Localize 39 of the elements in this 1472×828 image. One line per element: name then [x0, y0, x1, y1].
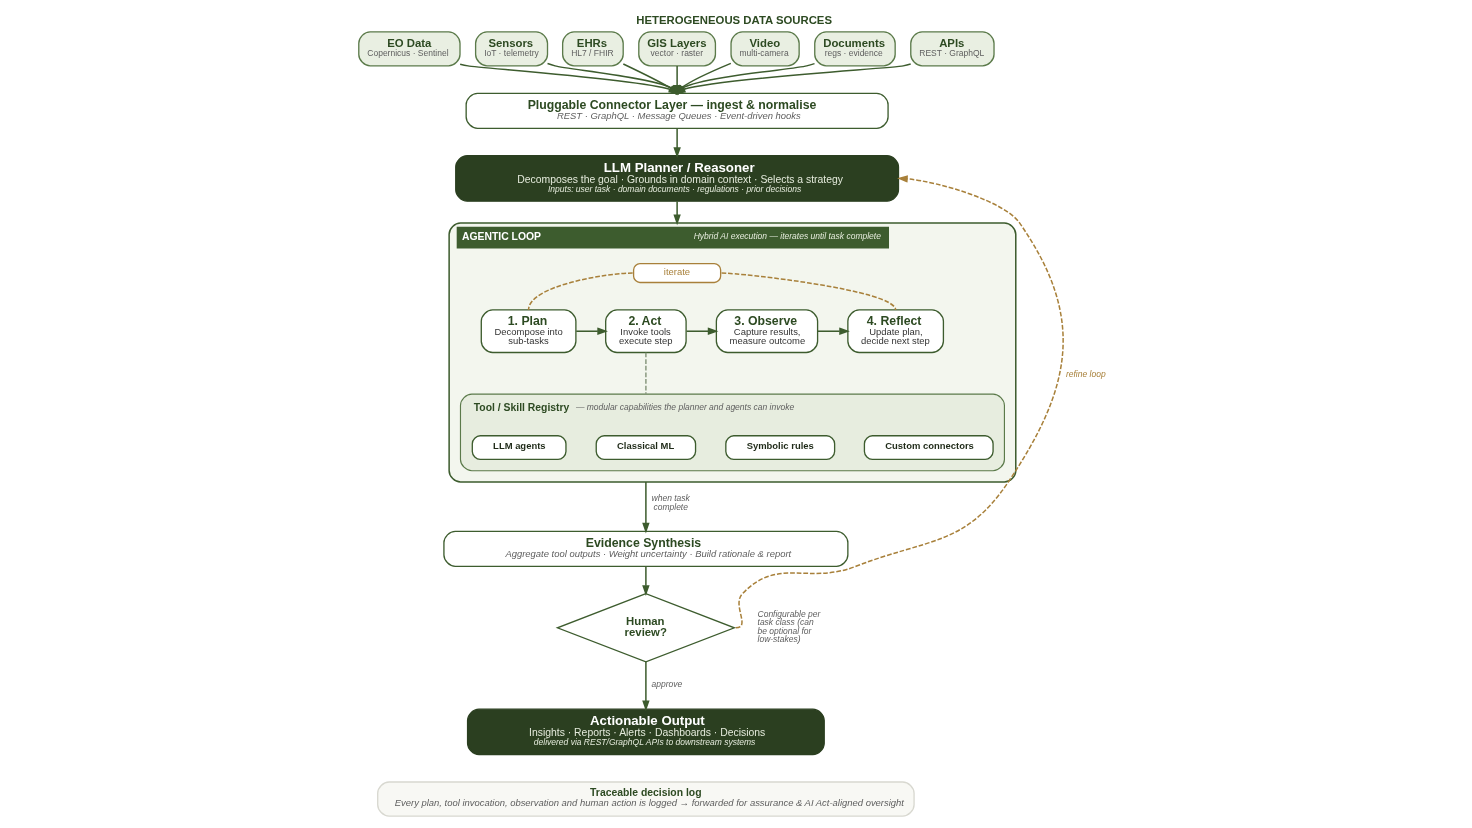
node-box: Classical ML [595, 435, 697, 461]
node-box: Documents regs · evidence [814, 31, 896, 67]
node-box: Actionable Output Insights · Reports · Alerts · Dashboards · Decisions delivered via REST/GraphQL APIs to downstream systems [466, 708, 825, 756]
node-box: EO Data Copernicus · Sentinel [358, 31, 461, 67]
node-box: Custom connectors [863, 435, 994, 461]
node-box: EHRs HL7 / FHIR [562, 31, 624, 67]
node-box: iterate [632, 262, 722, 284]
edge-label: when task complete [651, 493, 690, 512]
node-box: Video multi-camera [730, 31, 800, 67]
node-box: 1. Plan Decompose into sub-tasks [480, 309, 577, 354]
arrow [685, 327, 719, 335]
arrow [642, 481, 650, 534]
arrow [735, 175, 1064, 629]
node-box: Pluggable Connector Layer — ingest & normalise REST · GraphQL · Message Queues · Event-driven hooks [465, 92, 889, 129]
node-box: Symbolic rules [725, 435, 836, 461]
node-box: LLM agents [471, 435, 567, 461]
node-box: Evidence Synthesis Aggregate tool outputs · Weight uncertainty · Build rationale & report [443, 530, 849, 567]
edge-label: refine loop [1065, 369, 1106, 380]
node-box: 4. Reflect Update plan, decide next step [847, 309, 945, 354]
connector [527, 272, 634, 311]
diagram-title: HETEROGENEOUS DATA SOURCES [636, 13, 833, 26]
node-box: 3. Observe Capture results, measure outcome [715, 309, 819, 354]
arrow [642, 565, 650, 596]
node-box: Sensors IoT · telemetry [474, 31, 549, 67]
node-box: GIS Layers vector · raster [638, 31, 717, 67]
arrow [575, 327, 608, 335]
node-box: LLM Planner / Reasoner Decomposes the goal · Grounds in domain context · Selects a strategy Inputs: user task · domain documents · regulations · prior decisions [455, 155, 900, 202]
arrow [642, 661, 650, 712]
node-box: Traceable decision log Every plan, tool invocation, observation and human action is logged → forwarded for assurance & AI Act-aligned oversight [377, 781, 915, 817]
node-box: 2. Act Invoke tools execute step [605, 309, 687, 354]
connector [645, 351, 647, 395]
node-diamond: Human review? [555, 593, 737, 663]
node-box: APIs REST · GraphQL [910, 31, 995, 67]
arrow [673, 127, 681, 158]
arrow [817, 327, 850, 335]
connector [720, 272, 897, 311]
edge-label: approve [651, 678, 683, 689]
arrow [673, 200, 681, 226]
node-label: Configurable per task class (can be optional for low-stakes) [757, 608, 821, 645]
